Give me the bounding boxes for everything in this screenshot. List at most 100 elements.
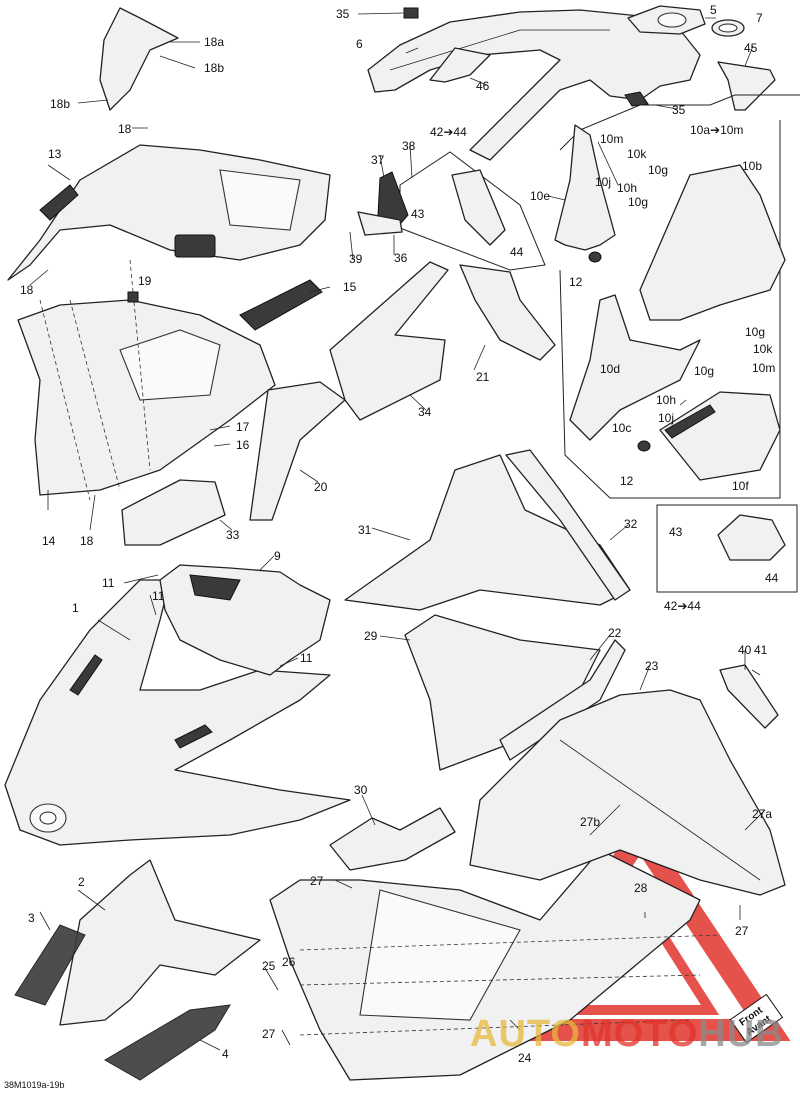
callout-42-44-upper: 42➔44 bbox=[430, 125, 467, 139]
callout-10e: 10e bbox=[530, 189, 550, 203]
callout-10h-1: 10h bbox=[617, 181, 637, 195]
callout-22: 22 bbox=[608, 626, 622, 640]
callout-44-2: 44 bbox=[765, 571, 779, 585]
callout-40: 40 bbox=[738, 643, 752, 657]
watermark-auto: AUTO bbox=[470, 1013, 581, 1055]
part-35-clip-top bbox=[403, 7, 419, 19]
callout-14: 14 bbox=[42, 534, 56, 548]
callout-30: 30 bbox=[354, 783, 368, 797]
callout-33: 33 bbox=[226, 528, 240, 542]
callout-20: 20 bbox=[314, 480, 328, 494]
callout-10d: 10d bbox=[600, 362, 620, 376]
part-32-trim bbox=[505, 449, 631, 601]
callout-10b: 10b bbox=[742, 159, 762, 173]
leader-lines bbox=[29, 12, 766, 1051]
leaders-left-dashed bbox=[39, 259, 151, 501]
callout-37: 37 bbox=[371, 153, 385, 167]
part-13-hood-panel bbox=[7, 144, 331, 281]
part-34-panel bbox=[329, 261, 449, 421]
callout-11-2: 11 bbox=[152, 589, 165, 603]
callout-10g-2: 10g bbox=[628, 195, 648, 209]
callout-10h-2: 10h bbox=[656, 393, 676, 407]
callout-23: 23 bbox=[645, 659, 659, 673]
callout-5: 5 bbox=[710, 3, 717, 17]
part-10e-mirror-stem bbox=[554, 124, 616, 251]
callout-16: 16 bbox=[236, 438, 250, 452]
callout-10j-2: 10j bbox=[658, 411, 674, 425]
callout-11-3: 11 bbox=[300, 651, 313, 665]
part-30-pad bbox=[329, 807, 456, 871]
callout-32: 32 bbox=[624, 517, 638, 531]
callout-21: 21 bbox=[476, 370, 490, 384]
callout-labels: 1 2 3 4 5 6 7 9 10a➔10m 10b 10c 10d 10e … bbox=[20, 3, 779, 1065]
callout-41: 41 bbox=[754, 643, 768, 657]
callout-27a: 27a bbox=[752, 807, 772, 821]
callout-18-2: 18 bbox=[20, 283, 34, 297]
callout-25: 25 bbox=[262, 959, 276, 973]
callout-18-1: 18 bbox=[118, 122, 132, 136]
callout-17: 17 bbox=[236, 420, 250, 434]
callout-18b-1: 18b bbox=[204, 61, 224, 75]
callout-4: 4 bbox=[222, 1047, 229, 1061]
part-45-bracket bbox=[717, 61, 776, 111]
inset-42-44-lower bbox=[656, 504, 798, 593]
callout-26: 26 bbox=[282, 955, 296, 969]
callout-34: 34 bbox=[418, 405, 432, 419]
callout-6: 6 bbox=[356, 37, 363, 51]
callout-9: 9 bbox=[274, 549, 281, 563]
callout-24: 24 bbox=[518, 1051, 532, 1065]
part-10d-mirror-glass bbox=[569, 294, 701, 441]
callout-10j-1: 10j bbox=[595, 175, 611, 189]
svg-text:AUTOMOTOHUB: AUTOMOTOHUB bbox=[470, 1013, 784, 1055]
callout-2: 2 bbox=[78, 875, 85, 889]
part-9-headlight-housing bbox=[159, 564, 331, 676]
callout-29: 29 bbox=[364, 629, 378, 643]
front-avant-tag: Front Avant bbox=[729, 993, 784, 1044]
callout-11-1: 11 bbox=[102, 576, 115, 590]
callout-38: 38 bbox=[402, 139, 416, 153]
part-10f-mirror-base bbox=[659, 391, 781, 481]
diagram-code: 38M1019a-19b bbox=[4, 1080, 65, 1090]
callout-27b: 27b bbox=[580, 815, 600, 829]
part-15-grille bbox=[239, 279, 323, 331]
callout-12-1: 12 bbox=[569, 275, 583, 289]
part-12-nut-upper bbox=[588, 251, 602, 263]
part-14-lower-panel bbox=[17, 299, 276, 496]
part-31-large-panel bbox=[344, 454, 631, 611]
part-12-nut-lower bbox=[637, 440, 651, 452]
callout-10g-1: 10g bbox=[648, 163, 668, 177]
callout-18a: 18a bbox=[204, 35, 224, 49]
callout-31: 31 bbox=[358, 523, 372, 537]
callout-10c: 10c bbox=[612, 421, 631, 435]
callout-19: 19 bbox=[138, 274, 152, 288]
part-35-clip-lower bbox=[624, 91, 649, 107]
part-6-upper-console bbox=[367, 9, 701, 161]
part-20-side-panel bbox=[249, 381, 346, 521]
callout-43-2: 43 bbox=[669, 525, 683, 539]
callout-12-2: 12 bbox=[620, 474, 634, 488]
part-33-pad bbox=[121, 479, 226, 546]
callout-35-2: 35 bbox=[672, 103, 686, 117]
callout-35-1: 35 bbox=[336, 7, 350, 21]
callout-10k-2: 10k bbox=[753, 342, 773, 356]
callout-27-3: 27 bbox=[735, 924, 749, 938]
watermark-wordmark: AUTOMOTOHUB bbox=[470, 1013, 784, 1055]
callout-46: 46 bbox=[476, 79, 490, 93]
callout-10g-3: 10g bbox=[745, 325, 765, 339]
callout-44-1: 44 bbox=[510, 245, 524, 259]
callout-43-1: 43 bbox=[411, 207, 425, 221]
callout-10g-4: 10g bbox=[694, 364, 714, 378]
part-21-bracket bbox=[459, 264, 556, 361]
part-5-gauge-cover bbox=[627, 5, 706, 35]
callout-18-3: 18 bbox=[80, 534, 94, 548]
watermark-moto: MOTO bbox=[581, 1013, 698, 1055]
part-4-mesh bbox=[104, 1004, 231, 1081]
callout-42-44-lower: 42➔44 bbox=[664, 599, 701, 613]
callout-10m-1: 10m bbox=[600, 132, 623, 146]
part-18a-bracket bbox=[99, 7, 179, 111]
part-2-lower-panel bbox=[59, 859, 261, 1026]
part-23-side-panel bbox=[469, 689, 786, 896]
part-22-strip bbox=[499, 639, 626, 761]
part-37-36-39-brackets bbox=[357, 171, 409, 236]
